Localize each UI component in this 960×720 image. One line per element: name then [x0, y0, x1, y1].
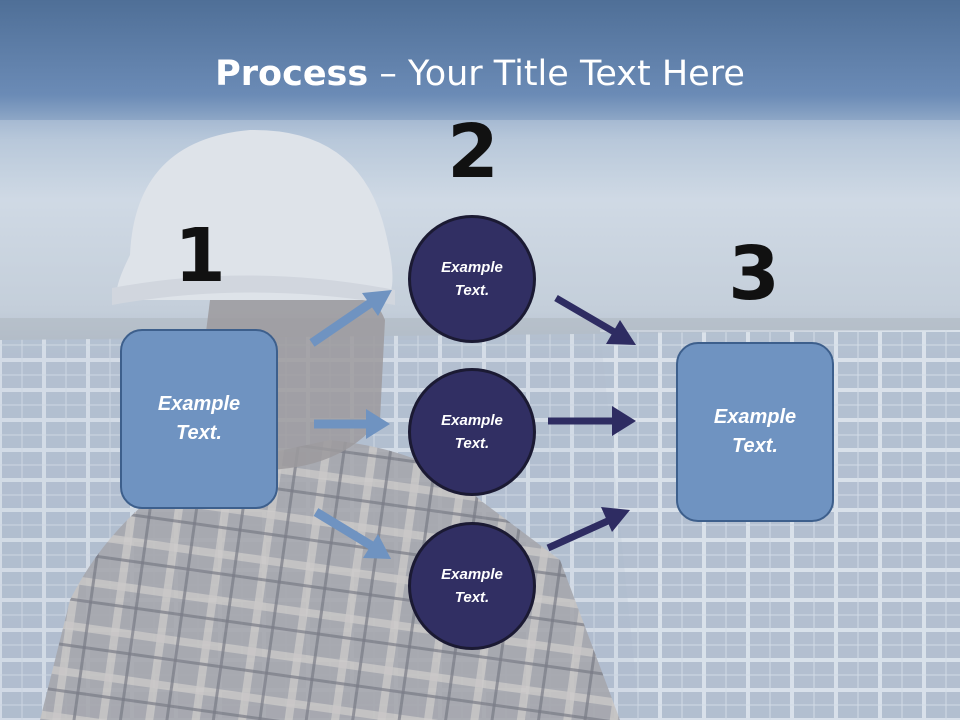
step-2-circle-bottom-text: Example Text.	[441, 566, 503, 606]
step-2-circle-middle: Example Text.	[408, 368, 536, 496]
arrow-1-to-top	[309, 290, 392, 347]
step-1-box: Example Text.	[120, 329, 278, 509]
title-bold: Process	[215, 54, 369, 94]
step-1-number: 1	[174, 213, 226, 299]
step-2-circle-bottom: Example Text.	[408, 522, 536, 650]
title-rest: – Your Title Text Here	[368, 54, 745, 94]
arrow-top-to-3	[554, 294, 636, 345]
arrow-1-to-bottom	[313, 508, 391, 559]
arrow-bottom-to-3	[546, 507, 630, 552]
step-2-circle-top: Example Text.	[408, 215, 536, 343]
step-2-circle-middle-text: Example Text.	[441, 412, 503, 452]
arrow-1-to-middle	[314, 409, 390, 439]
step-1-text: Example Text.	[157, 393, 241, 444]
arrow-middle-to-3	[548, 406, 636, 436]
step-3-number: 3	[728, 231, 780, 317]
slide-title: Process – Your Title Text Here	[0, 52, 960, 96]
step-2-circle-top-text: Example Text.	[441, 259, 503, 299]
step-2-number: 2	[447, 109, 499, 195]
step-3-box: Example Text.	[676, 342, 834, 522]
step-3-text: Example Text.	[713, 406, 797, 457]
